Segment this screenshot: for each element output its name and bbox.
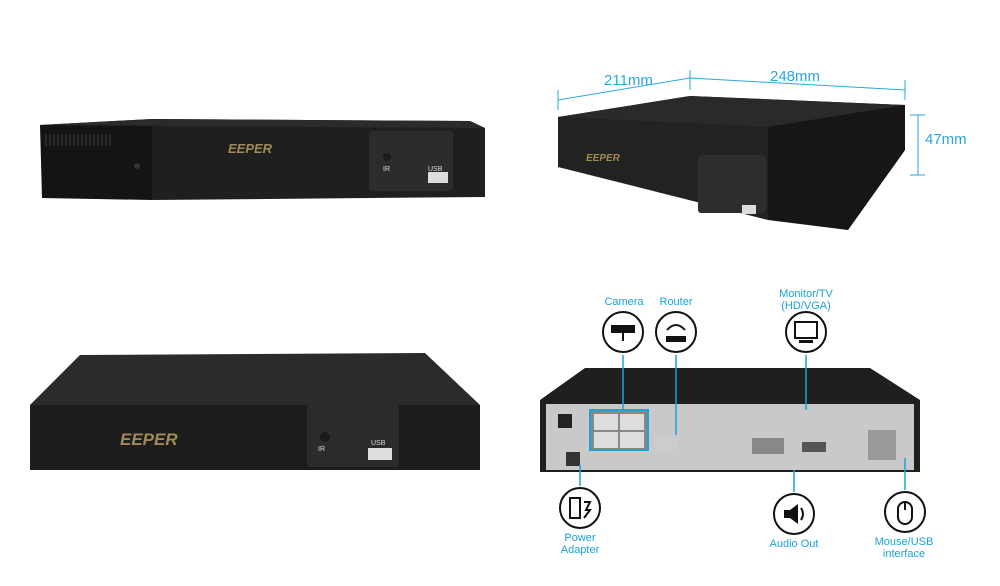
brand-logo: EEPER <box>228 141 273 156</box>
depth-dimension: 211mm <box>604 72 653 89</box>
usb-label-2: USB <box>371 440 386 447</box>
width-dimension: 248mm <box>770 68 821 85</box>
power-icon <box>559 487 601 529</box>
monitor-label: Monitor/TV (HD/VGA) <box>779 288 833 312</box>
brand-logo-3: EEPER <box>120 430 178 449</box>
camera-icon <box>602 311 644 353</box>
height-dimension: 47mm <box>925 131 967 148</box>
mouse-label: Mouse/USB interface <box>874 536 934 560</box>
nvr-front-angle-view <box>30 353 480 470</box>
nvr-front-view <box>40 119 485 200</box>
mouse-icon <box>884 491 926 533</box>
nvr-rear-panel <box>540 368 920 472</box>
router-label: Router <box>659 296 693 308</box>
camera-label: Camera <box>604 296 644 308</box>
nvr-dimension-view <box>557 70 925 230</box>
ir-label: IR <box>383 166 390 173</box>
router-icon <box>655 311 697 353</box>
usb-label: USB <box>428 166 443 173</box>
monitor-icon <box>785 311 827 353</box>
speaker-icon <box>773 493 815 535</box>
audio-label: Audio Out <box>769 538 819 550</box>
power-label: Power Adapter <box>560 532 600 556</box>
brand-logo-2: EEPER <box>586 153 620 164</box>
ir-label-2: IR <box>318 446 325 453</box>
